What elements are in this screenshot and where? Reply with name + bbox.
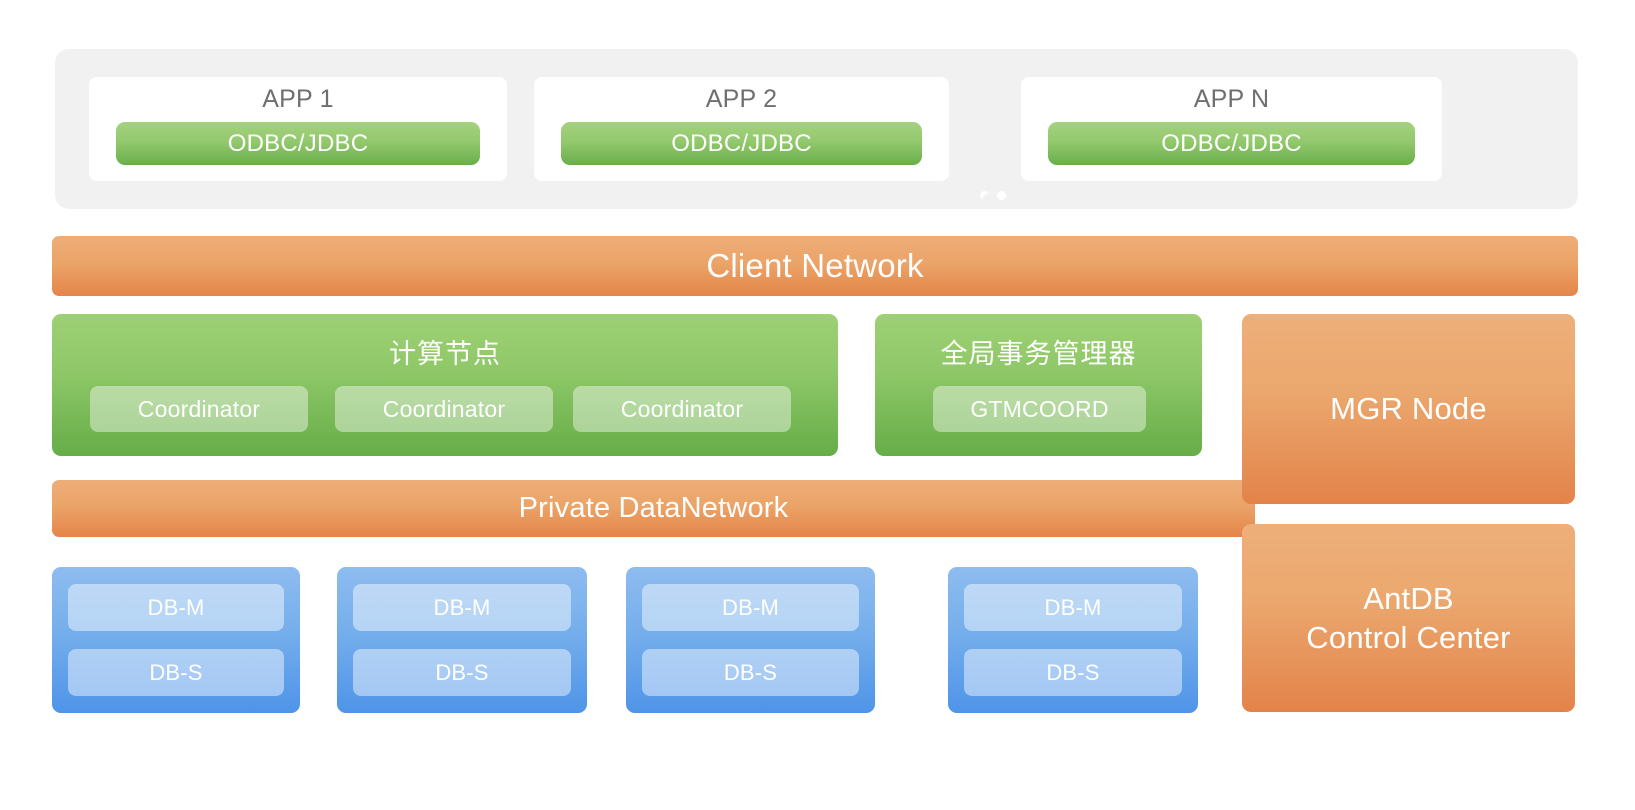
db-cluster-1: DB-M DB-S (52, 567, 300, 713)
app-card-title: APP 1 (262, 85, 334, 113)
coordinator-node-2[interactable]: Coordinator (335, 386, 553, 432)
gtm-title: 全局事务管理器 (940, 339, 1137, 369)
db-master-node[interactable]: DB-M (964, 584, 1182, 631)
application-tier-container: APP 1 ODBC/JDBC APP 2 ODBC/JDBC APP N OD… (55, 49, 1578, 209)
gtmcoord-node[interactable]: GTMCOORD (933, 386, 1146, 432)
db-slave-node[interactable]: DB-S (353, 649, 571, 696)
app-card-n[interactable]: APP N ODBC/JDBC (1021, 77, 1442, 181)
db-master-node[interactable]: DB-M (68, 584, 284, 631)
db-cluster-4: DB-M DB-S (948, 567, 1198, 713)
app-card-title: APP N (1193, 85, 1270, 113)
app-card-title: APP 2 (705, 85, 778, 113)
private-data-network-bar: Private DataNetwork (52, 480, 1255, 537)
app-card-2[interactable]: APP 2 ODBC/JDBC (534, 77, 949, 181)
coordinator-node-3[interactable]: Coordinator (573, 386, 791, 432)
app-card-1[interactable]: APP 1 ODBC/JDBC (89, 77, 507, 181)
ellipsis-dot-icon (983, 194, 992, 203)
db-master-node[interactable]: DB-M (642, 584, 859, 631)
db-slave-node[interactable]: DB-S (68, 649, 284, 696)
compute-node-title: 计算节点 (389, 339, 501, 369)
odbc-jdbc-connector[interactable]: ODBC/JDBC (1048, 122, 1415, 165)
global-transaction-manager-panel: 全局事务管理器 GTMCOORD (875, 314, 1202, 456)
odbc-jdbc-connector[interactable]: ODBC/JDBC (116, 122, 480, 165)
coordinator-node-1[interactable]: Coordinator (90, 386, 308, 432)
db-slave-node[interactable]: DB-S (964, 649, 1182, 696)
db-slave-node[interactable]: DB-S (642, 649, 859, 696)
db-cluster-3: DB-M DB-S (626, 567, 875, 713)
db-master-node[interactable]: DB-M (353, 584, 571, 631)
mgr-node-panel[interactable]: MGR Node (1242, 314, 1575, 504)
client-network-bar: Client Network (52, 236, 1578, 296)
compute-node-panel: 计算节点 Coordinator Coordinator Coordinator (52, 314, 838, 456)
db-cluster-2: DB-M DB-S (337, 567, 587, 713)
odbc-jdbc-connector[interactable]: ODBC/JDBC (561, 122, 922, 165)
